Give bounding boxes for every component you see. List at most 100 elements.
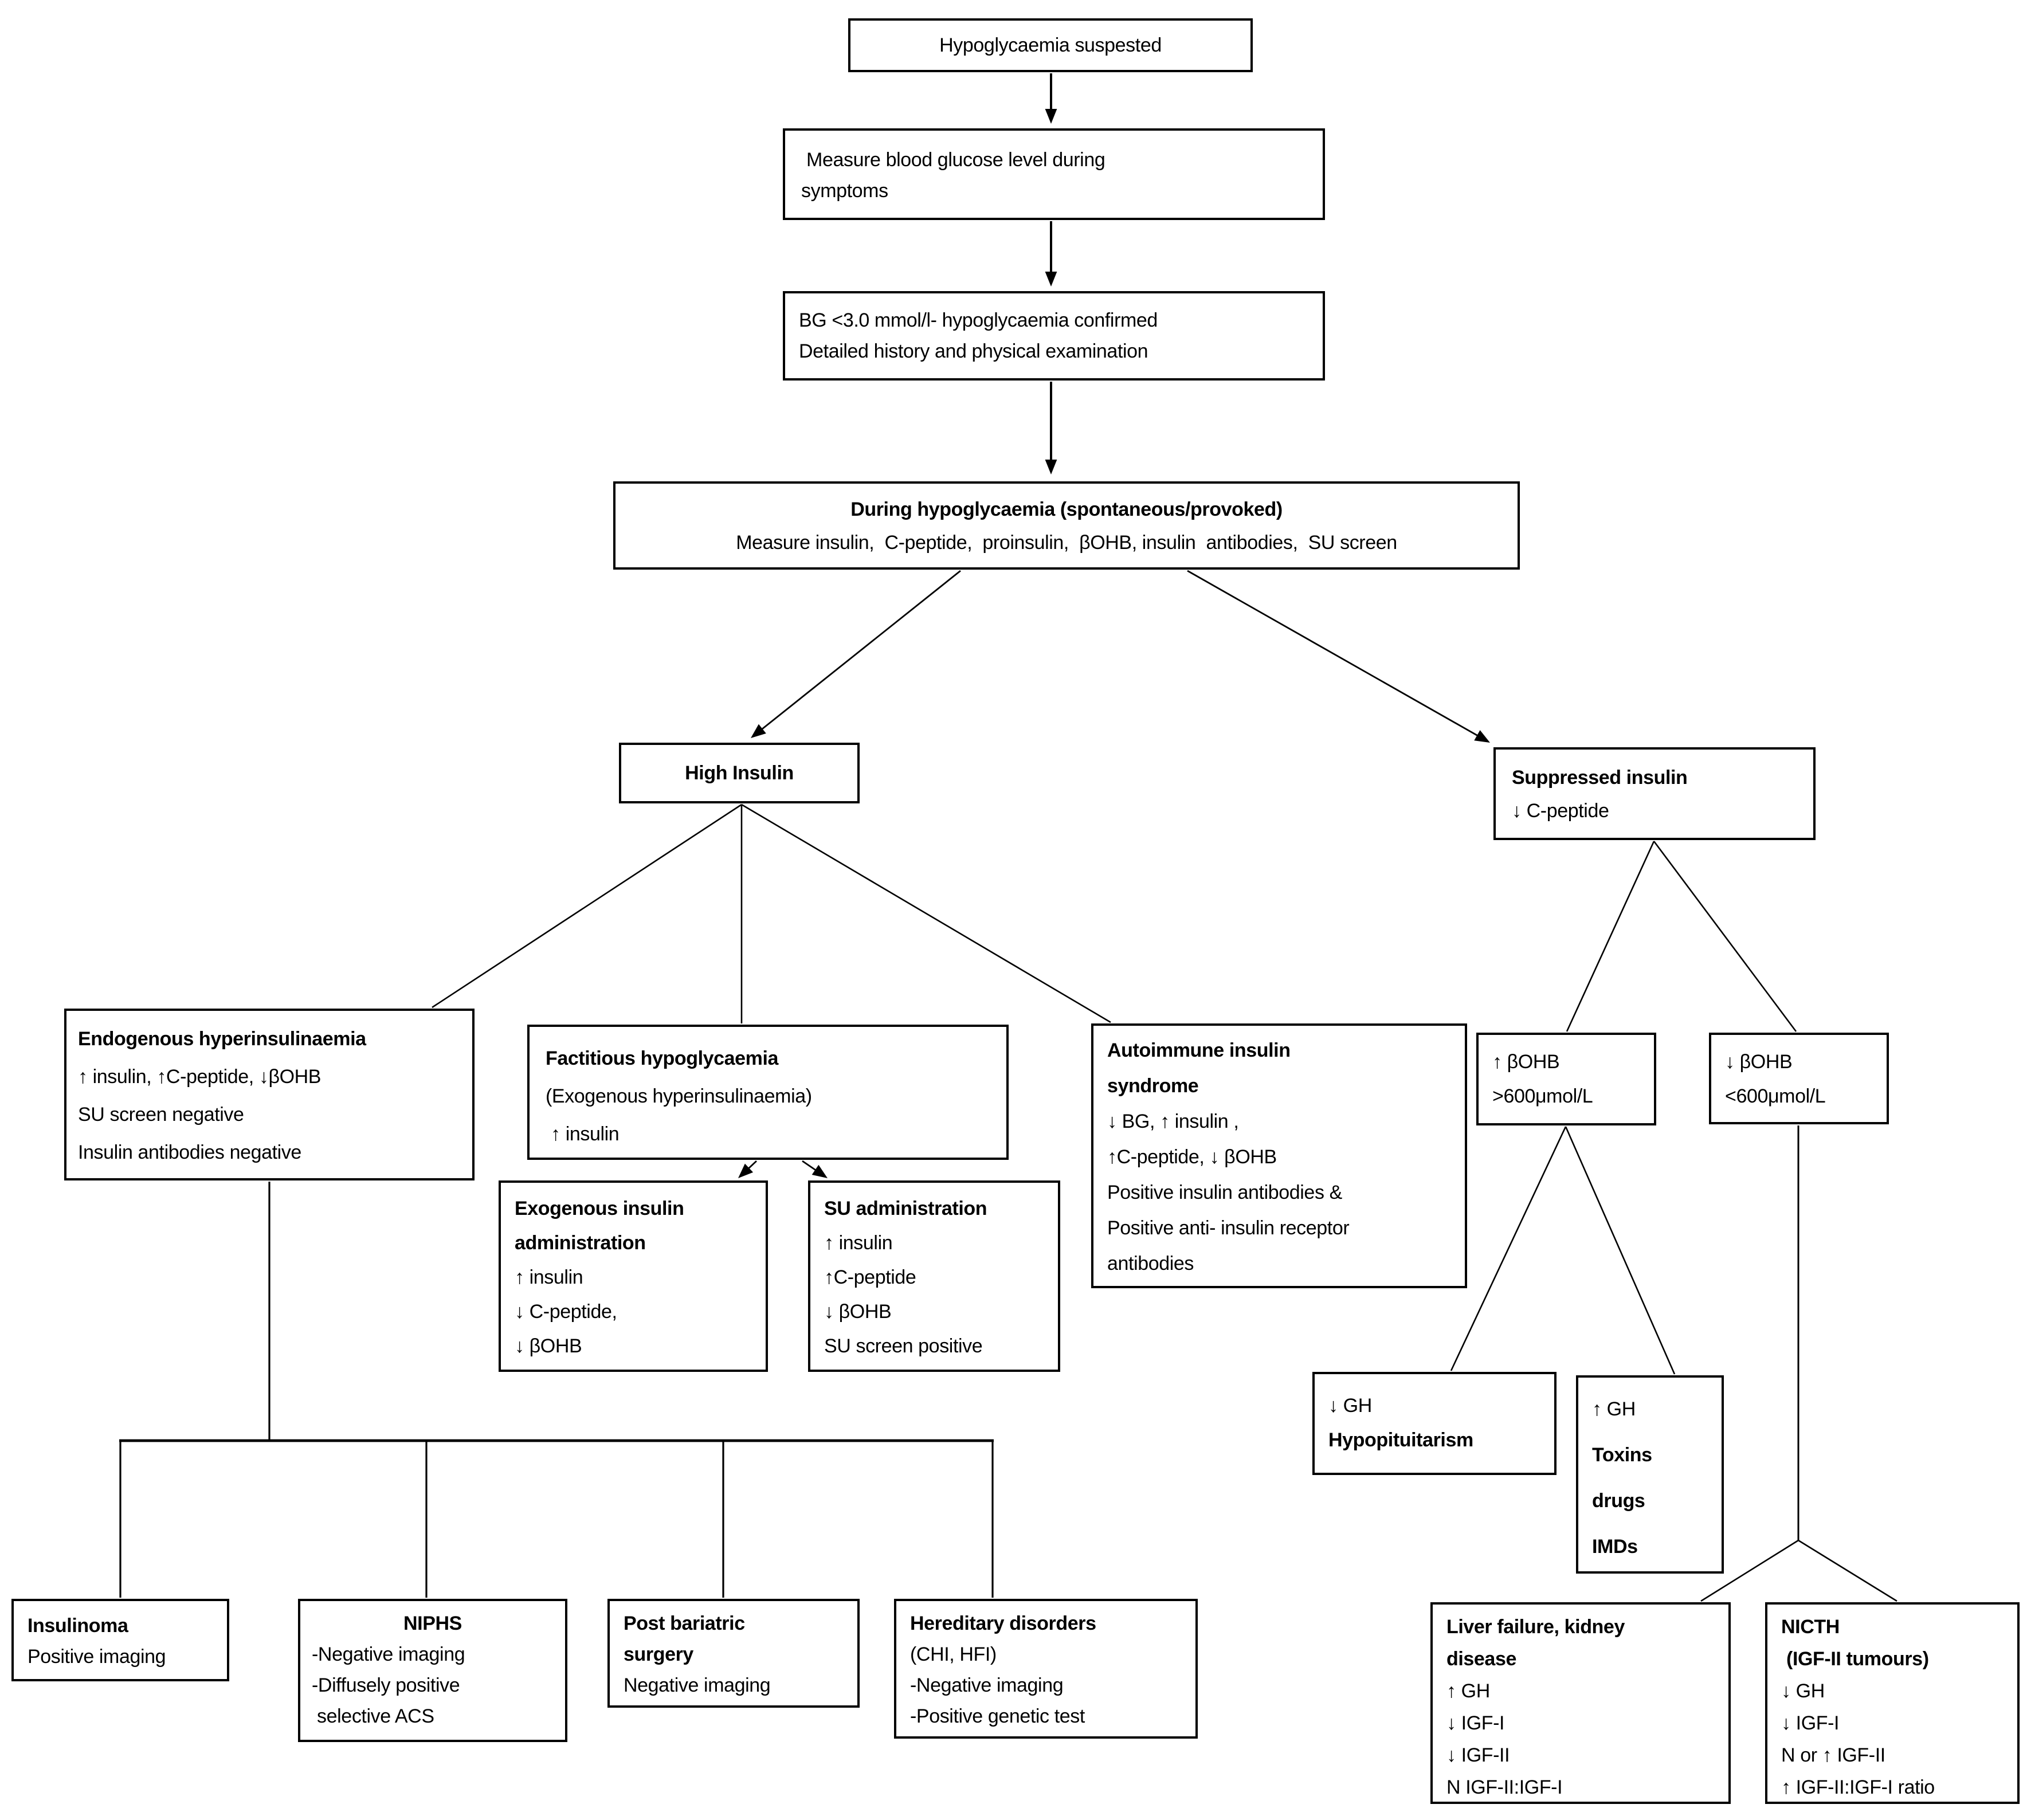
- node-hereditary-line: -Positive genetic test: [910, 1705, 1085, 1727]
- node-exogenous-line: administration: [515, 1232, 646, 1254]
- node-hypopituitarism-line: Hypopituitarism: [1328, 1429, 1473, 1451]
- node-high_insulin-line: High Insulin: [685, 762, 794, 784]
- node-autoimmune-line: ↓ BG, ↑ insulin ,: [1107, 1111, 1239, 1132]
- node-endogenous-line: ↑ insulin, ↑C-peptide, ↓βOHB: [78, 1066, 322, 1088]
- node-insulinoma-line: Positive imaging: [28, 1646, 166, 1668]
- node-niphs: NIPHS-Negative imaging-Diffusely positiv…: [298, 1599, 567, 1742]
- connector-line: [741, 803, 1111, 1023]
- node-niphs-line: selective ACS: [312, 1705, 434, 1727]
- node-measure: Measure blood glucose level during sympto…: [783, 128, 1325, 220]
- node-liver: Liver failure, kidney disease ↑ GH ↓ IGF-I ↓…: [1430, 1602, 1731, 1804]
- node-niphs-line: NIPHS: [403, 1613, 462, 1634]
- connector-line: [1653, 841, 1797, 1032]
- node-post_bariatric-line: surgery: [624, 1644, 693, 1665]
- node-hereditary-line: Hereditary disorders: [910, 1613, 1096, 1634]
- node-nicth-line: NICTH: [1781, 1616, 1840, 1638]
- node-liver-line: Liver failure, kidney: [1446, 1616, 1625, 1638]
- node-factitious-line: Factitious hypoglycaemia: [546, 1048, 779, 1069]
- node-toxins-line: ↑ GH: [1592, 1398, 1636, 1420]
- connector-line: [1798, 1539, 1897, 1602]
- node-liver-line: ↓ IGF-II: [1446, 1744, 1510, 1766]
- node-bohb_high: ↑ βOHB>600μmol/L: [1476, 1033, 1656, 1125]
- node-post_bariatric-line: Negative imaging: [624, 1674, 771, 1696]
- node-autoimmune-line: ↑C-peptide, ↓ βOHB: [1107, 1146, 1277, 1168]
- node-su_admin-line: ↑ insulin: [824, 1232, 893, 1254]
- node-during-line: During hypoglycaemia (spontaneous/provok…: [850, 499, 1283, 520]
- arrowhead-icon: [751, 724, 766, 738]
- node-toxins-line: drugs: [1592, 1490, 1645, 1512]
- node-su_admin: SU administration↑ insulin↑C-peptide↓ βO…: [808, 1180, 1060, 1372]
- node-liver-line: ↑ GH: [1446, 1680, 1490, 1702]
- node-endogenous-line: SU screen negative: [78, 1104, 244, 1125]
- node-confirmed-line: Detailed history and physical examinatio…: [799, 340, 1148, 362]
- node-nicth-line: N or ↑ IGF-II: [1781, 1744, 1885, 1766]
- node-hypopituitarism-line: ↓ GH: [1328, 1395, 1372, 1417]
- node-nicth-line: (IGF-II tumours): [1781, 1648, 1929, 1670]
- node-bohb_low-line: <600μmol/L: [1725, 1085, 1826, 1107]
- node-factitious: Factitious hypoglycaemia (Exogenous hyper…: [527, 1025, 1009, 1160]
- node-high_insulin: High Insulin: [619, 743, 860, 803]
- node-autoimmune-line: Positive anti- insulin receptor: [1107, 1217, 1350, 1239]
- arrowhead-icon: [1474, 730, 1490, 743]
- node-nicth-line: ↓ GH: [1781, 1680, 1825, 1702]
- node-hereditary-line: (CHI, HFI): [910, 1644, 997, 1665]
- connector-line: [1450, 1126, 1567, 1371]
- node-hereditary: Hereditary disorders (CHI, HFI) -Negative …: [894, 1599, 1198, 1739]
- node-nicth-line: ↓ IGF-I: [1781, 1712, 1840, 1734]
- node-exogenous-line: ↓ C-peptide,: [515, 1301, 617, 1323]
- node-autoimmune-line: antibodies: [1107, 1253, 1194, 1274]
- node-liver-line: N IGF-II:IGF-I: [1446, 1776, 1563, 1798]
- node-post_bariatric-line: Post bariatric: [624, 1613, 745, 1634]
- connector-line: [1700, 1539, 1799, 1602]
- node-factitious-line: (Exogenous hyperinsulinaemia): [546, 1085, 812, 1107]
- arrowhead-icon: [1045, 460, 1057, 474]
- node-su_admin-line: SU screen positive: [824, 1335, 983, 1357]
- node-during: During hypoglycaemia (spontaneous/provok…: [613, 481, 1520, 570]
- arrowhead-icon: [1045, 272, 1057, 287]
- node-suppressed-line: Suppressed insulin: [1512, 767, 1688, 789]
- node-liver-line: disease: [1446, 1648, 1516, 1670]
- node-measure-line: Measure blood glucose level during: [801, 149, 1105, 171]
- arrowhead-icon: [1045, 109, 1057, 124]
- node-suppressed: Suppressed insulin↓ C-peptide: [1493, 747, 1816, 840]
- node-measure-line: symptoms: [801, 180, 888, 202]
- node-exogenous-line: ↓ βOHB: [515, 1335, 582, 1357]
- node-during-line: Measure insulin, C-peptide, proinsulin, …: [736, 532, 1397, 554]
- node-niphs-line: -Diffusely positive: [312, 1674, 460, 1696]
- node-bohb_low: ↓ βOHB <600μmol/L: [1709, 1033, 1889, 1124]
- node-confirmed-line: BG <3.0 mmol/l- hypoglycaemia confirmed: [799, 309, 1158, 331]
- node-endogenous: Endogenous hyperinsulinaemia ↑ insulin, ↑…: [64, 1009, 475, 1180]
- node-exogenous-line: ↑ insulin: [515, 1266, 583, 1288]
- node-nicth: NICTH (IGF-II tumours) ↓ GH ↓ IGF-I N or ↑ …: [1765, 1602, 2020, 1804]
- node-su_admin-line: ↓ βOHB: [824, 1301, 892, 1323]
- node-hereditary-line: -Negative imaging: [910, 1674, 1064, 1696]
- node-nicth-line: ↑ IGF-II:IGF-I ratio: [1781, 1776, 1935, 1798]
- node-liver-line: ↓ IGF-I: [1446, 1712, 1505, 1734]
- node-bohb_low-line: ↓ βOHB: [1725, 1051, 1793, 1073]
- node-endogenous-line: Insulin antibodies negative: [78, 1142, 301, 1163]
- node-bohb_high-line: ↑ βOHB: [1492, 1051, 1560, 1073]
- connector-line: [432, 803, 742, 1009]
- node-suspected: Hypoglycaemia suspested: [848, 18, 1253, 72]
- arrowhead-icon: [738, 1163, 754, 1178]
- node-toxins-line: Toxins: [1592, 1444, 1652, 1466]
- node-suspected-line: Hypoglycaemia suspested: [939, 34, 1162, 56]
- node-factitious-line: ↑ insulin: [546, 1123, 620, 1145]
- node-endogenous-line: Endogenous hyperinsulinaemia: [78, 1028, 366, 1050]
- connector-line: [1187, 570, 1481, 738]
- node-su_admin-line: ↑C-peptide: [824, 1266, 916, 1288]
- connector-line: [1566, 841, 1655, 1032]
- node-insulinoma-line: Insulinoma: [28, 1615, 128, 1637]
- node-autoimmune-line: Autoimmune insulin: [1107, 1040, 1291, 1061]
- connector-line: [759, 570, 961, 732]
- node-autoimmune-line: Positive insulin antibodies &: [1107, 1182, 1342, 1203]
